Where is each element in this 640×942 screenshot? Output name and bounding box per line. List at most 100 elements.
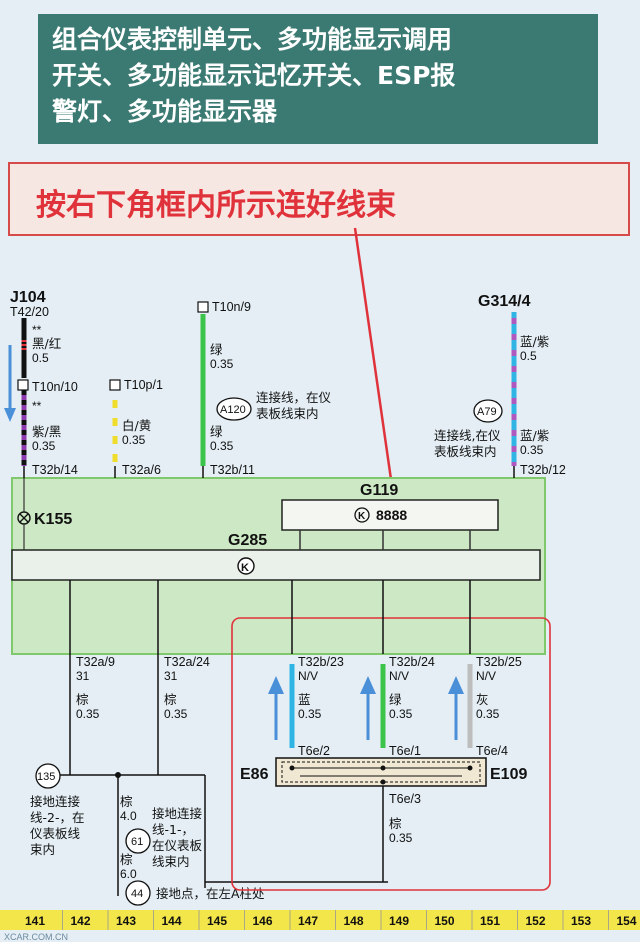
svg-text:白/黄: 白/黄	[122, 418, 151, 433]
title-line-2: 开关、多功能显示记忆开关、ESP报	[52, 61, 456, 90]
svg-text:T32b/24: T32b/24	[389, 655, 435, 669]
scale-number: 144	[162, 914, 182, 928]
svg-text:135: 135	[37, 771, 55, 783]
svg-text:T32b/25: T32b/25	[476, 655, 522, 669]
svg-text:表板线束内: 表板线束内	[256, 406, 319, 421]
svg-text:T32a/9: T32a/9	[76, 655, 115, 669]
svg-text:绿: 绿	[210, 424, 223, 439]
svg-text:A79: A79	[477, 406, 497, 418]
svg-text:束内: 束内	[30, 842, 55, 857]
svg-text:连接线,在仪: 连接线,在仪	[434, 428, 501, 443]
title-line-1: 组合仪表控制单元、多功能显示调用	[52, 25, 453, 54]
svg-text:T32b/12: T32b/12	[520, 463, 566, 477]
svg-text:棕: 棕	[120, 794, 133, 809]
svg-text:K: K	[358, 511, 366, 522]
g119-label: G119	[360, 482, 398, 499]
svg-text:T6e/3: T6e/3	[389, 792, 421, 806]
svg-text:**: **	[32, 323, 42, 337]
ground-splice-135	[35, 763, 61, 789]
svg-text:仪表板线: 仪表板线	[30, 826, 81, 841]
svg-text:T10n/9: T10n/9	[212, 300, 251, 314]
svg-text:N/V: N/V	[298, 669, 318, 683]
g119-symbol-icon	[354, 507, 370, 523]
svg-text:在仪表板: 在仪表板	[152, 838, 203, 853]
svg-text:表板线束内: 表板线束内	[434, 444, 497, 459]
t10p1-connector-icon	[109, 379, 121, 391]
highlight-box	[231, 617, 551, 891]
g119-box	[281, 499, 499, 531]
svg-text:44: 44	[131, 888, 143, 900]
svg-text:0.35: 0.35	[389, 707, 413, 721]
ground-splice-61	[125, 828, 151, 854]
scale-number: 153	[571, 914, 591, 928]
svg-text:蓝: 蓝	[298, 692, 311, 707]
scale-number: 150	[435, 914, 455, 928]
svg-text:0.35: 0.35	[476, 707, 500, 721]
svg-text:绿: 绿	[210, 342, 223, 357]
g285-label: G285	[228, 532, 267, 549]
svg-text:T32a/24: T32a/24	[164, 655, 210, 669]
watermark: XCAR.COM.CN	[4, 932, 68, 942]
svg-text:0.5: 0.5	[520, 349, 537, 363]
svg-text:紫/黑: 紫/黑	[32, 424, 61, 439]
scale-number: 141	[25, 914, 45, 928]
g119-display-digits: 8888	[376, 507, 407, 523]
scale-number: 147	[298, 914, 318, 928]
svg-text:棕: 棕	[76, 692, 89, 707]
j104-connector: T42/20	[10, 305, 49, 319]
svg-text:线-2-，在: 线-2-，在	[30, 810, 84, 825]
svg-text:31: 31	[76, 669, 90, 683]
svg-text:T6e/1: T6e/1	[389, 744, 421, 758]
svg-text:黑/红: 黑/红	[32, 336, 61, 351]
scale-number: 143	[116, 914, 136, 928]
svg-text:蓝/紫: 蓝/紫	[520, 428, 549, 443]
svg-text:线-1-，: 线-1-，	[152, 822, 194, 837]
svg-text:棕: 棕	[120, 852, 133, 867]
svg-text:T6e/4: T6e/4	[476, 744, 508, 758]
svg-text:N/V: N/V	[389, 669, 409, 683]
svg-text:线束内: 线束内	[152, 854, 190, 869]
scale-number: 146	[253, 914, 273, 928]
title-line-3: 警灯、多功能显示器	[52, 97, 278, 126]
g285-symbol-icon	[237, 557, 255, 575]
svg-text:灰: 灰	[476, 692, 489, 707]
t10n9-connector-icon	[197, 301, 209, 313]
svg-text:0.35: 0.35	[298, 707, 322, 721]
t10n10-connector-icon	[17, 379, 29, 391]
a120-splice	[216, 397, 252, 421]
scale-bar	[0, 910, 640, 930]
svg-text:棕: 棕	[389, 816, 402, 831]
svg-text:0.35: 0.35	[164, 707, 188, 721]
svg-text:T32a/6: T32a/6	[122, 463, 161, 477]
svg-text:T32b/23: T32b/23	[298, 655, 344, 669]
svg-text:棕: 棕	[164, 692, 177, 707]
a79-splice	[473, 399, 503, 423]
svg-text:4.0: 4.0	[120, 809, 137, 823]
svg-text:T10p/1: T10p/1	[124, 378, 163, 392]
svg-text:0.5: 0.5	[32, 351, 49, 365]
svg-text:N/V: N/V	[476, 669, 496, 683]
scale-number: 154	[617, 914, 637, 928]
svg-text:T10n/10: T10n/10	[32, 380, 78, 394]
j104-label: J104	[10, 289, 46, 306]
scale-number: 149	[389, 914, 409, 928]
scale-number: 152	[526, 914, 546, 928]
note-text: 按右下角框内所示连好线束	[36, 188, 396, 223]
title-box: 组合仪表控制单元、多功能显示调用 开关、多功能显示记忆开关、ESP报 警灯、多功…	[38, 14, 598, 144]
svg-text:A120: A120	[220, 404, 246, 416]
k155-label: K155	[34, 511, 72, 528]
scale-number: 145	[207, 914, 227, 928]
svg-text:61: 61	[131, 836, 143, 848]
svg-text:T32b/14: T32b/14	[32, 463, 78, 477]
svg-text:绿: 绿	[389, 692, 402, 707]
g285-box	[11, 549, 541, 581]
svg-text:0.35: 0.35	[122, 433, 146, 447]
scale-number: 142	[71, 914, 91, 928]
svg-text:0.35: 0.35	[520, 443, 544, 457]
svg-text:0.35: 0.35	[210, 439, 234, 453]
svg-text:接地连接: 接地连接	[30, 794, 81, 809]
svg-text:接地点，在左A柱处: 接地点，在左A柱处	[156, 886, 265, 901]
e109-label: E109	[490, 766, 527, 783]
g314-label: G314/4	[478, 293, 531, 310]
note-box: 按右下角框内所示连好线束	[8, 162, 630, 236]
